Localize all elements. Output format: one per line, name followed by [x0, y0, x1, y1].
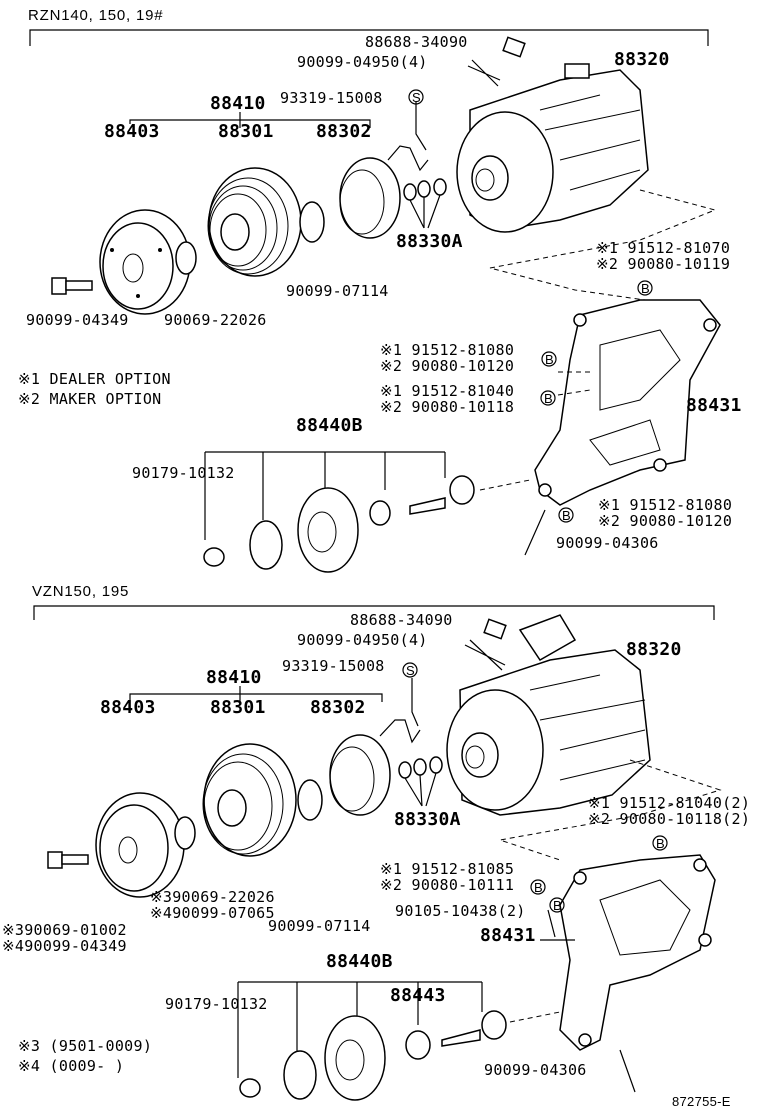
label-88431-1: 88431	[686, 395, 742, 416]
note-maker-option: ※2 MAKER OPTION	[18, 390, 162, 408]
note-date-3: ※3 (9501-0009)	[18, 1037, 153, 1055]
bolt-90099-04950-2	[464, 639, 506, 671]
section-title-1: RZN140, 150, 19#	[28, 7, 164, 24]
marker-s-1: S	[412, 90, 421, 105]
compressor-88320-2	[446, 614, 651, 816]
clutch-hub-88403-2	[95, 792, 185, 898]
label-88330a-2: 88330A	[394, 809, 461, 830]
label-90069-01002: ※390069-01002	[2, 921, 127, 939]
label-88443: 88443	[390, 985, 446, 1006]
label-r1b-1: ※1 91512-81080	[380, 341, 515, 359]
marker-b-3: B	[544, 391, 553, 406]
label-r1b-2: ※1 91512-81085	[380, 860, 515, 878]
label-88410-2: 88410	[206, 667, 262, 688]
label-88403-1: 88403	[104, 121, 160, 142]
label-88320-2: 88320	[626, 639, 682, 660]
stator-coil-88302-1	[339, 145, 429, 239]
stator-coil-88302-2	[329, 719, 421, 816]
label-90105: 90105-10438(2)	[395, 902, 526, 920]
label-88403-2: 88403	[100, 697, 156, 718]
marker-b-1: B	[641, 281, 650, 296]
marker-b-4: B	[562, 508, 571, 523]
label-88301-2: 88301	[210, 697, 266, 718]
mounting-bracket-88431-1	[534, 299, 721, 506]
bolt-90099-04306-2	[619, 1049, 636, 1093]
figure-number: 872755-E	[672, 1094, 731, 1109]
label-88302-1: 88302	[316, 121, 372, 142]
label-90099-07114-2: 90099-07114	[268, 917, 371, 935]
label-88440b-1: 88440B	[296, 415, 363, 436]
label-r2a-1: ※2 90080-10119	[596, 255, 731, 273]
label-90099-04349-1: 90099-04349	[26, 311, 129, 329]
connector-lead-1	[415, 102, 427, 151]
marker-b-2: B	[545, 352, 554, 367]
label-88410-1: 88410	[210, 93, 266, 114]
label-90069-22026-2: ※390069-22026	[150, 888, 275, 906]
label-90099-04950-1: 90099-04950(4)	[297, 53, 428, 71]
label-90099-07114-1: 90099-07114	[286, 282, 389, 300]
label-88330a-1: 88330A	[396, 231, 463, 252]
label-r2c-1: ※2 90080-10118	[380, 398, 515, 416]
shim-90069-1	[175, 241, 197, 275]
label-r1a-1: ※1 91512-81070	[596, 239, 731, 257]
marker-b-6: B	[534, 880, 543, 895]
label-88302-2: 88302	[310, 697, 366, 718]
bracket-88688-2	[483, 618, 507, 640]
label-90179-2: 90179-10132	[165, 995, 268, 1013]
bolt-90099-04349-2	[47, 851, 89, 869]
compressor-88320-1	[456, 63, 649, 233]
label-r1c-1: ※1 91512-81040	[380, 382, 515, 400]
connector-lead-2	[411, 678, 419, 727]
bolt-90099-04950-1	[467, 59, 501, 87]
marker-b-5: B	[656, 836, 665, 851]
leader-88431	[540, 909, 575, 941]
note-date-4: ※4 (0009- )	[18, 1057, 125, 1075]
label-88688-2: 88688-34090	[350, 611, 453, 629]
label-90179-1: 90179-10132	[132, 464, 235, 482]
label-90069-22026-1: 90069-22026	[164, 311, 267, 329]
pulley-88301-1	[207, 167, 302, 277]
bolt-90099-04306-1	[524, 509, 546, 556]
kit-88410-bracket-1	[129, 112, 371, 128]
section1-bracket	[29, 29, 709, 46]
snap-ring-90099-07114-2	[297, 779, 323, 821]
shim-90069-2	[174, 816, 196, 850]
idler-pulley-88440b-2	[239, 1010, 507, 1101]
label-88431-2: 88431	[480, 925, 536, 946]
label-88688-1: 88688-34090	[365, 33, 468, 51]
label-90099-07065: ※490099-07065	[150, 904, 275, 922]
note-dealer-option: ※1 DEALER OPTION	[18, 370, 171, 388]
idler-pulley-88440b-1	[203, 475, 475, 573]
label-r2b-2: ※2 90080-10111	[380, 876, 515, 894]
section-title-2: VZN150, 195	[32, 583, 130, 600]
label-r2d-1: ※2 90080-10120	[598, 512, 733, 530]
label-90099-04306-1: 90099-04306	[556, 534, 659, 552]
label-90099-04349-2: ※490099-04349	[2, 937, 127, 955]
bracket-88688-1	[502, 36, 526, 58]
mounting-bracket-88431-2	[559, 854, 716, 1051]
label-r2b-1: ※2 90080-10120	[380, 357, 515, 375]
label-93319-2: 93319-15008	[282, 657, 385, 675]
section2-bracket	[33, 605, 715, 620]
label-93319-1: 93319-15008	[280, 89, 383, 107]
marker-s-2: S	[406, 663, 415, 678]
label-88440b-2: 88440B	[326, 951, 393, 972]
clutch-hub-88403-1	[99, 209, 191, 315]
kit-88440b-bracket-2	[237, 981, 483, 1078]
pulley-88301-2	[202, 743, 297, 857]
snap-ring-90099-07114-1	[299, 201, 325, 243]
label-90099-04950-2: 90099-04950(4)	[297, 631, 428, 649]
label-90099-04306-2: 90099-04306	[484, 1061, 587, 1079]
kit-88440b-bracket-1	[204, 451, 446, 540]
marker-b-7: B	[553, 898, 562, 913]
label-88301-1: 88301	[218, 121, 274, 142]
label-r1d-1: ※1 91512-81080	[598, 496, 733, 514]
bolt-90099-04349-1	[51, 277, 93, 295]
kit-88410-bracket-2	[129, 686, 383, 702]
label-88320-1: 88320	[614, 49, 670, 70]
label-r1a-2: ※1 91512-81040(2)	[588, 794, 751, 812]
label-r2a-2: ※2 90080-10118(2)	[588, 810, 751, 828]
